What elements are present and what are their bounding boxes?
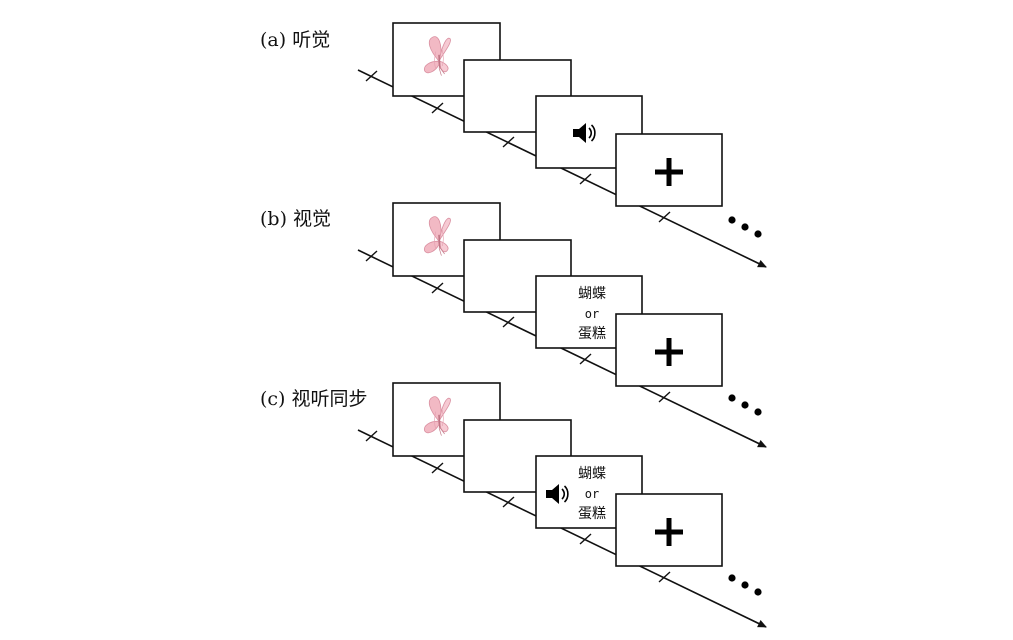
panel-auditory: (a) 听觉 bbox=[260, 22, 767, 268]
word-option-1: 蝴蝶 bbox=[578, 286, 606, 302]
timeline-tick bbox=[502, 316, 515, 328]
panel-label: (c) 视听同步 bbox=[260, 388, 368, 410]
timeline-tick bbox=[658, 211, 671, 223]
ellipsis-icon bbox=[728, 394, 762, 416]
panel-visual: (b) 视觉 蝴蝶 or 蛋糕 bbox=[260, 202, 767, 448]
word-option-2: 蛋糕 bbox=[578, 326, 606, 342]
timeline-tick bbox=[431, 462, 444, 474]
fixation-frame bbox=[615, 313, 723, 387]
plus-icon bbox=[655, 338, 683, 366]
timeline-tick bbox=[431, 102, 444, 114]
ellipsis-icon bbox=[728, 574, 762, 596]
timeline-tick bbox=[502, 496, 515, 508]
word-option-2: 蛋糕 bbox=[578, 506, 606, 522]
timeline-tick bbox=[502, 136, 515, 148]
fixation-frame bbox=[615, 493, 723, 567]
plus-icon bbox=[655, 158, 683, 186]
plus-icon bbox=[655, 518, 683, 546]
word-or: or bbox=[585, 487, 599, 501]
timeline-tick bbox=[365, 430, 378, 442]
timeline-tick bbox=[658, 571, 671, 583]
timeline-tick bbox=[431, 282, 444, 294]
word-option-1: 蝴蝶 bbox=[578, 466, 606, 482]
timeline-tick bbox=[365, 70, 378, 82]
fixation-frame bbox=[615, 133, 723, 207]
panel-audiovisual: (c) 视听同步 蝴蝶 or 蛋糕 bbox=[260, 382, 767, 628]
timeline-tick bbox=[365, 250, 378, 262]
timeline-tick bbox=[579, 533, 592, 545]
timeline-tick bbox=[579, 353, 592, 365]
timeline-tick bbox=[658, 391, 671, 403]
panel-label: (a) 听觉 bbox=[260, 29, 330, 51]
timeline-tick bbox=[579, 173, 592, 185]
ellipsis-icon bbox=[728, 216, 762, 238]
panel-label: (b) 视觉 bbox=[260, 208, 331, 230]
word-or: or bbox=[585, 307, 599, 321]
